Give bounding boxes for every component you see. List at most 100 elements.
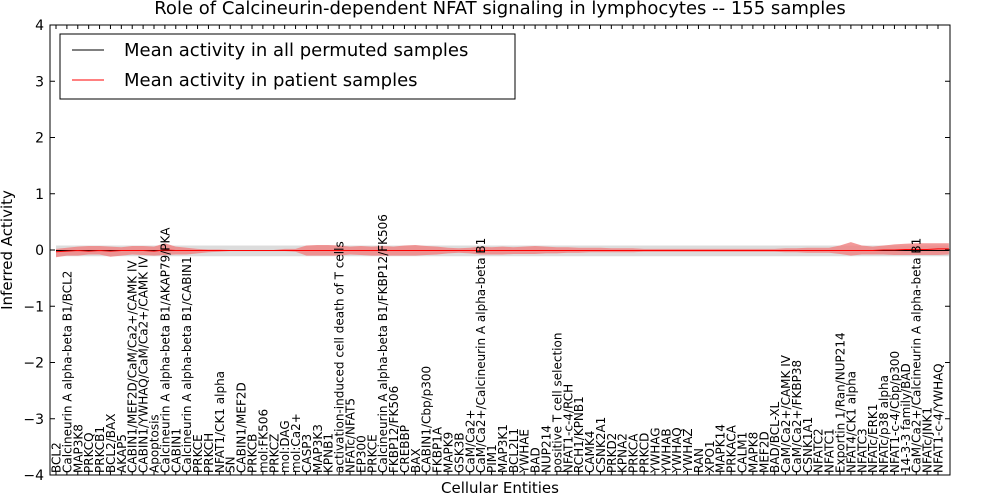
y-tick-label: 3 <box>35 74 44 90</box>
x-tick-label: CALM1 <box>736 432 750 473</box>
x-tick-label: positive T cell selection <box>550 333 564 473</box>
x-tick-label: PIM1 <box>485 444 499 473</box>
x-tick-label: RAN <box>692 448 706 473</box>
x-tick-label: PRKACA <box>725 424 739 473</box>
x-axis-label: Cellular Entities <box>441 479 559 497</box>
x-tick-label: mol:DAG <box>278 420 292 473</box>
y-tick-label: 0 <box>35 243 44 259</box>
x-tick-label: YWHAB <box>659 428 673 474</box>
x-tick-label: PRKD2 <box>605 433 619 473</box>
x-tick-label: NFAT1-c-4/RCH <box>561 384 575 473</box>
x-tick-label: NFATc/p38 alpha <box>877 375 891 473</box>
x-tick-label: KPNB1 <box>322 433 336 473</box>
x-tick-label: 14-3-3 family/BAD <box>899 363 913 473</box>
x-tick-label: BCL2L1 <box>507 428 521 473</box>
x-tick-label: KPNA2 <box>616 433 630 473</box>
y-tick-label: 4 <box>35 18 44 34</box>
x-tick-label: SN <box>224 456 238 473</box>
x-tick-label: CABIN1 <box>169 428 183 473</box>
x-tick-label: Calcineurin A alpha-beta B1/AKAP79/PKA <box>158 227 172 473</box>
x-tick-label: CSNK2A1 <box>594 417 608 473</box>
x-tick-label: Apoptosis <box>148 414 162 473</box>
x-tick-label: FKBP1A <box>431 426 445 473</box>
x-tick-label: NFATc/ERK1 <box>866 404 880 473</box>
x-tick-label: CABIN1/YWHAQ/CaM/Ca2+/CAMK IV <box>137 256 151 473</box>
x-tick-label: CSNK1A1 <box>801 417 815 473</box>
x-tick-label: NFAT1/CK1 alpha <box>213 371 227 473</box>
y-axis-label: Inferred Activity <box>0 190 16 310</box>
x-tick-label: PRKCE <box>365 434 379 473</box>
x-tick-label: BAX <box>409 448 423 473</box>
x-tick-label: AKAP5 <box>115 434 129 473</box>
legend-label-1: Mean activity in all permuted samples <box>124 40 468 61</box>
x-tick-label: PRKCA <box>627 433 641 473</box>
line-series-2 <box>55 248 949 253</box>
legend-box <box>59 33 516 100</box>
x-tick-label: CAMK4 <box>583 431 597 473</box>
x-tick-label: BAD/BCL-XL <box>768 401 782 473</box>
x-tick-label: MAPK8 <box>746 432 760 473</box>
x-tick-label: RCH1/KPNB1 <box>572 396 586 473</box>
x-tick-label: NFATc/NFAT5 <box>344 398 358 473</box>
legend: Mean activity in all permuted samplesMea… <box>59 33 516 100</box>
x-tick-label: NFAT1-c-4/YWHAQ <box>932 363 946 473</box>
legend-label-2: Mean activity in patient samples <box>124 70 418 91</box>
y-tick-label: −1 <box>23 299 44 315</box>
x-tick-label: YWHAZ <box>681 428 695 474</box>
x-tick-label: CaM/Ca2+/CAMK IV <box>779 354 793 473</box>
x-tick-label: YWHAQ <box>670 427 684 474</box>
x-tick-label: FKBP12/FK506 <box>387 386 401 473</box>
x-tick-label: MAPK9 <box>442 432 456 473</box>
x-tick-label: PRKCZ <box>267 434 281 473</box>
x-tick-label: Calcineurin A alpha-beta B1/FKBP12/FK506 <box>376 214 390 473</box>
x-tick-label: NFAT1-c-4/Cbp/p300 <box>888 351 902 473</box>
x-tick-label: Exportin 1/Ran/NUP214 <box>834 332 848 473</box>
x-tick-label: MEF2D <box>757 431 771 473</box>
x-tick-label: PRKCE <box>191 434 205 473</box>
y-tick-label: −2 <box>23 356 44 372</box>
x-tick-label: NFATC2 <box>812 428 826 473</box>
band-series-2 <box>56 242 949 258</box>
chart-title: Role of Calcineurin-dependent NFAT signa… <box>154 0 846 19</box>
y-tick-label: −4 <box>23 468 44 484</box>
x-tick-label: MAPK14 <box>714 424 728 473</box>
x-tick-label: CaM/Ca2+/Calcineurin A alpha-beta B1 <box>474 238 488 473</box>
x-tick-label: NFATC1 <box>823 428 837 473</box>
x-tick-label: BAD <box>529 447 543 473</box>
y-tick-label: 1 <box>35 187 44 203</box>
x-tick-label: activation-induced cell death of T cells <box>333 241 347 473</box>
x-tick-label: Calcineurin A alpha-beta B1/CABIN1 <box>180 256 194 473</box>
x-tick-label: MAP3K8 <box>71 424 85 473</box>
y-tick-label: −3 <box>23 412 44 428</box>
x-tick-label: CaM/Ca2+/Calcineurin A alpha-beta B1 <box>910 238 924 473</box>
x-tick-label: NFATC3 <box>855 428 869 473</box>
x-tick-label: GSK3B <box>452 432 466 473</box>
x-tick-label: CaM/Ca2+/FKBP38 <box>790 360 804 473</box>
x-tick-label: PRKCB1 <box>93 426 107 473</box>
x-tick-label: CABIN1/MEF2D/CaM/Ca2+/CAMK IV <box>126 259 140 473</box>
x-tick-label: CABIN1/Cbp/p300 <box>420 366 434 473</box>
x-tick-label: PRKCB <box>246 434 260 473</box>
x-tick-label: CABIN1/MEF2D <box>235 382 249 473</box>
x-tick-label: XPO1 <box>703 440 717 473</box>
x-tick-label: CREBBP <box>398 425 412 473</box>
x-tick-label: EP300 <box>354 435 368 473</box>
x-tick-label: MAP3K3 <box>311 424 325 473</box>
x-tick-label: CaM/Ca2+ <box>463 409 477 473</box>
x-tick-label: PRKCD <box>638 433 652 473</box>
x-tick-label: mol:FK506 <box>256 409 270 473</box>
y-tick-label: 2 <box>35 131 44 147</box>
x-tick-label: Calcineurin A alpha-beta B1/BCL2 <box>60 271 74 473</box>
x-tick-label: NUP214 <box>540 425 554 473</box>
x-tick-label: mol:Ca2+ <box>289 413 303 473</box>
x-tick-label: NFAT4/CK1 alpha <box>844 371 858 473</box>
x-tick-label: MAP3K1 <box>496 424 510 473</box>
x-tick-label: CASP3 <box>300 434 314 473</box>
x-tick-label: BCL2/BAX <box>104 414 118 473</box>
x-tick-label: YWHAE <box>518 429 532 474</box>
x-tick-label: NFATc/JNK1 <box>921 407 935 473</box>
x-tick-label: PRKCH <box>202 433 216 473</box>
x-tick-label: BCL2 <box>50 442 64 473</box>
